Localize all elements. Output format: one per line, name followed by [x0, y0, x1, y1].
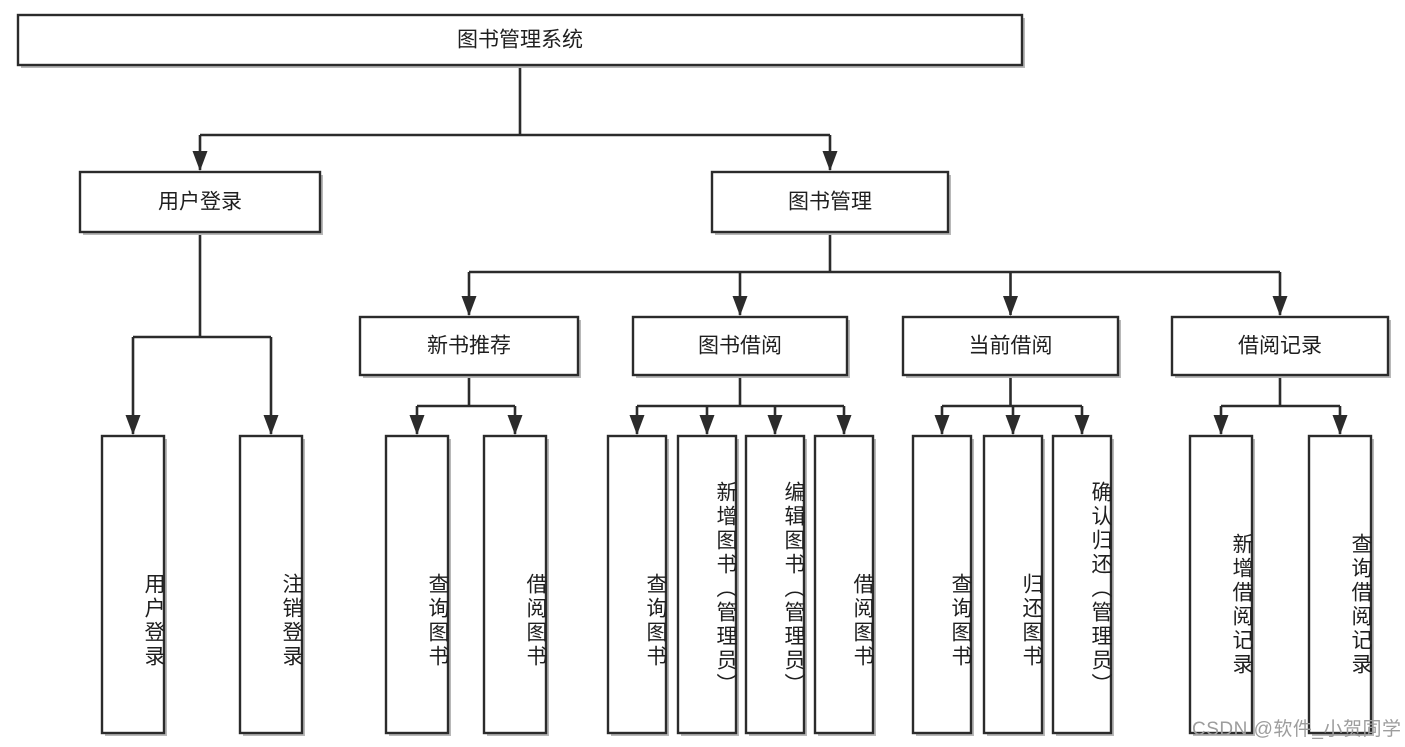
node-box-root[interactable] — [16, 13, 1024, 67]
arrow-head-icon — [1213, 415, 1229, 435]
node-label: 图书借阅 — [698, 335, 782, 358]
node-box-new-book-rec[interactable] — [358, 315, 580, 377]
node-box-borrow-record[interactable] — [1170, 315, 1390, 377]
arrow-head-icon — [409, 415, 425, 435]
arrow-head-icon — [822, 151, 838, 171]
arrow-head-icon — [629, 415, 645, 435]
arrow-head-icon — [934, 415, 950, 435]
leaf-box-leaf-logout[interactable] — [238, 434, 304, 735]
csdn-watermark: CSDN @软件_小贺同学 — [1192, 719, 1402, 740]
node-box-book-manage[interactable] — [710, 170, 950, 234]
arrow-head-icon — [1272, 296, 1288, 316]
arrow-head-icon — [263, 415, 279, 435]
leaf-box-leaf-query-book-c[interactable] — [911, 434, 973, 735]
leaf-box-leaf-query-book-b[interactable] — [606, 434, 668, 735]
arrow-head-icon — [192, 151, 208, 171]
leaf-box-leaf-confirm-return[interactable] — [1051, 434, 1113, 735]
arrow-head-icon — [732, 296, 748, 316]
leaf-box-leaf-borrow-book-rec[interactable] — [482, 434, 548, 735]
arrow-head-icon — [125, 415, 141, 435]
leaf-box-leaf-add-book[interactable] — [676, 434, 738, 735]
arrow-head-icon — [836, 415, 852, 435]
arrow-head-icon — [1074, 415, 1090, 435]
node-label: 用户登录 — [158, 191, 242, 214]
box-layer — [16, 13, 1391, 736]
arrow-head-icon — [507, 415, 523, 435]
node-label: 图书管理系统 — [457, 29, 583, 52]
arrow-head-icon — [1005, 415, 1021, 435]
arrow-head-icon — [767, 415, 783, 435]
node-box-book-borrow[interactable] — [631, 315, 849, 377]
leaf-box-leaf-borrow-book-b[interactable] — [813, 434, 875, 735]
connector-layer — [125, 65, 1348, 435]
node-label: 图书管理 — [788, 191, 872, 214]
arrow-head-icon — [699, 415, 715, 435]
leaf-box-leaf-return-book[interactable] — [982, 434, 1044, 735]
leaf-box-leaf-query-record[interactable] — [1307, 434, 1373, 735]
leaf-box-leaf-add-record[interactable] — [1188, 434, 1254, 735]
node-label: 新书推荐 — [427, 335, 511, 358]
node-label: 借阅记录 — [1238, 335, 1322, 358]
node-label: 当前借阅 — [969, 335, 1053, 358]
node-box-current-borrow[interactable] — [901, 315, 1120, 377]
arrow-head-icon — [461, 296, 477, 316]
node-box-user-login[interactable] — [78, 170, 322, 234]
arrow-head-icon — [1003, 296, 1018, 316]
leaf-box-leaf-edit-book[interactable] — [744, 434, 806, 735]
leaf-box-leaf-user-login[interactable] — [100, 434, 166, 735]
leaf-box-leaf-query-book-rec[interactable] — [384, 434, 450, 735]
arrow-head-icon — [1332, 415, 1348, 435]
